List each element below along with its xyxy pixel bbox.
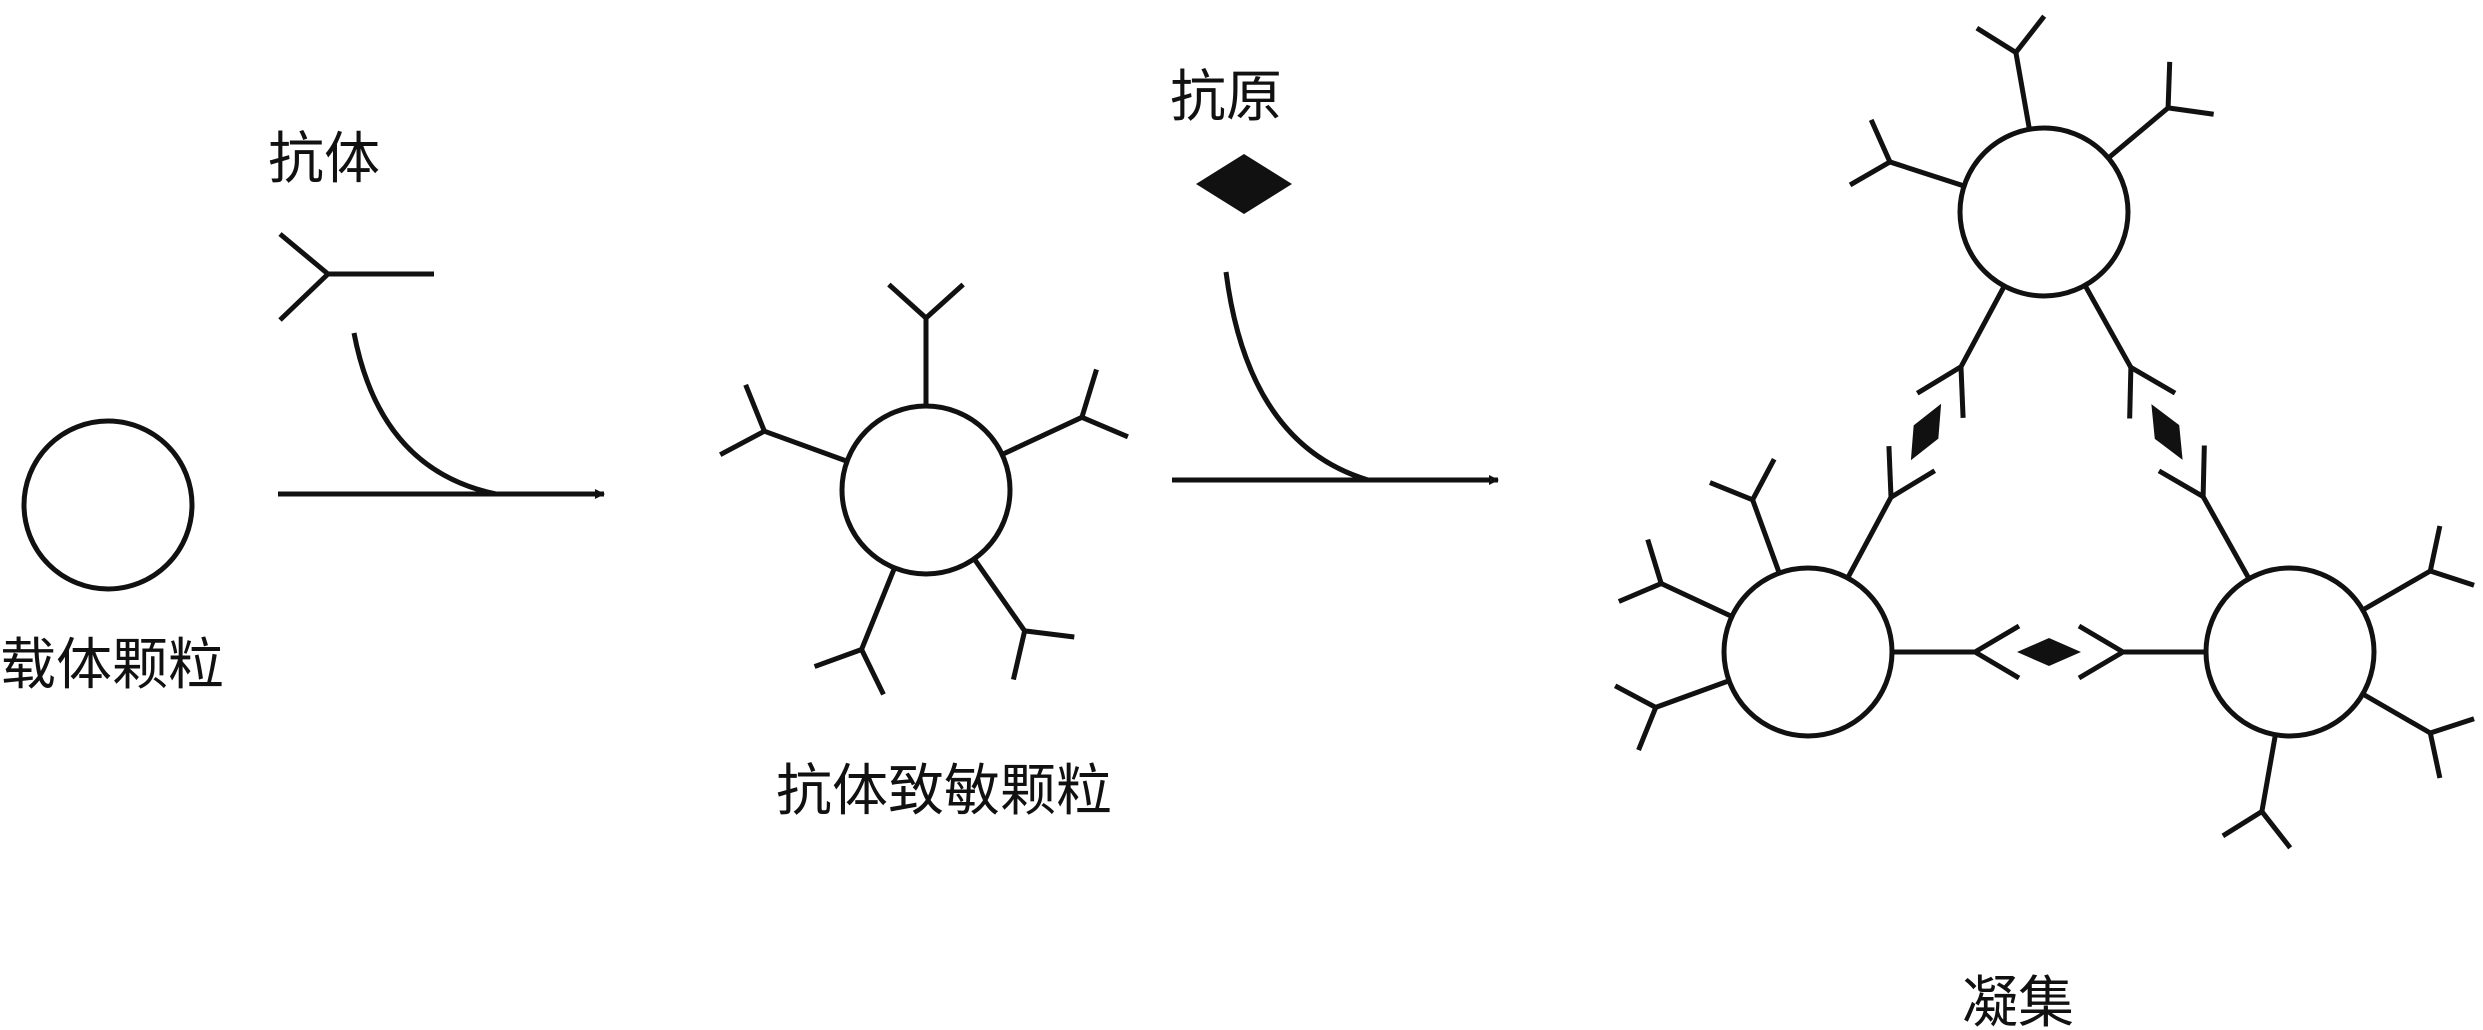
bound-antibody-icon: [719, 383, 848, 464]
free-antibody-icon: [278, 232, 434, 322]
particle-circle: [1721, 565, 1895, 739]
agglutination-label: 凝集: [1962, 971, 2074, 1030]
bound-antibody-icon: [2361, 691, 2475, 779]
particle-circle: [839, 403, 1013, 577]
sensitized-particle-label: 抗体致敏颗粒: [776, 759, 1112, 824]
bound-antibody-icon: [813, 566, 897, 696]
antibody-label: 抗体: [268, 127, 380, 192]
particle-circle: [1957, 125, 2131, 299]
bound-antibody-icon: [2361, 525, 2475, 613]
bound-antibody-icon: [1617, 538, 1733, 619]
antigen-reagent-group: 抗原: [1170, 65, 1499, 485]
bound-antibody-icon: [1848, 118, 1965, 189]
bound-antibody-icon: [1709, 457, 1782, 574]
bound-antigen-icon: [1910, 403, 1942, 461]
carrier-particle-group: 载体颗粒: [0, 418, 224, 698]
agglutination-group: [1613, 14, 2475, 850]
antibody-antigen-bridge: [2082, 284, 2252, 580]
bound-antibody-icon: [972, 557, 1075, 681]
antigen-label: 抗原: [1170, 65, 1282, 130]
sensitized-particle-group: [719, 282, 1129, 696]
bound-antibody-icon: [887, 282, 965, 406]
antibody-antigen-bridge: [1845, 284, 2007, 580]
bound-antigen-icon: [2151, 404, 2183, 460]
bound-antibody-icon: [2106, 61, 2214, 160]
antigen-feed-curve: [1223, 271, 1369, 483]
bound-antibody-icon: [1001, 368, 1129, 457]
antibody-antigen-bridge: [1892, 623, 2206, 681]
carrier-particle-label: 载体颗粒: [0, 633, 224, 698]
antibody-feed-curve: [351, 332, 497, 497]
antigen-diamond-icon: [1196, 154, 1292, 214]
particle-circle: [2203, 565, 2377, 739]
bound-antigen-icon: [2017, 638, 2081, 666]
carrier-particle: [21, 418, 195, 592]
bound-antibody-icon: [1975, 14, 2047, 130]
bound-antibody-icon: [2221, 734, 2293, 850]
antibody-reagent-group: 抗体: [268, 127, 605, 499]
bound-antibody-icon: [1613, 678, 1730, 751]
